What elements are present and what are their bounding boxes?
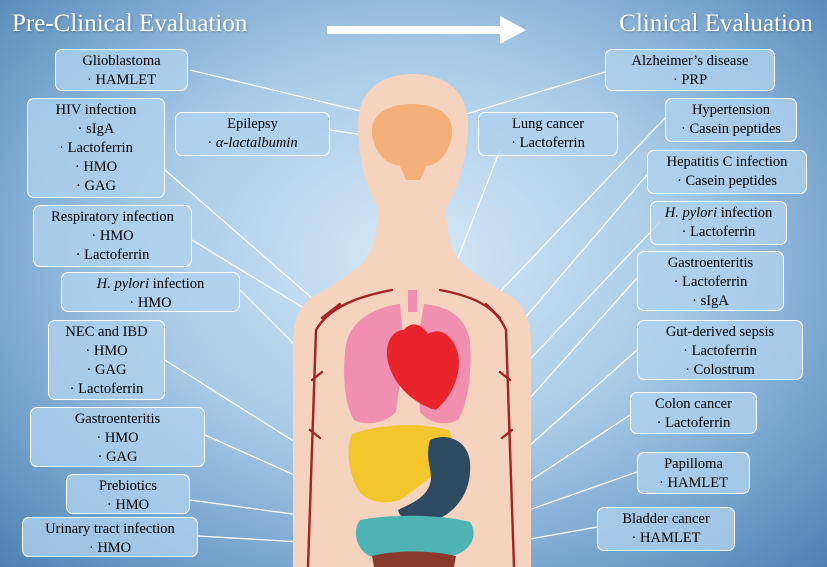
box-title-italic: H. pylori <box>664 205 718 221</box>
box-title: NEC and IBD <box>65 324 148 340</box>
box-nec-and-ibd: NEC and IBD HMO GAG Lactoferrin <box>48 320 165 400</box>
box-item: HMO <box>27 539 193 558</box>
box-papilloma: Papilloma HAMLET <box>637 452 750 494</box>
box-item: HMO <box>35 429 200 448</box>
box-title: Gastroenteritis <box>667 255 754 271</box>
blood-vessels <box>306 288 516 567</box>
box-epilepsy: Epilepsy α-lactalbumin <box>175 112 330 156</box>
box-title: Papilloma <box>664 456 723 472</box>
box-title: Hypertension <box>691 102 771 118</box>
box-title-rest: infection <box>149 276 205 292</box>
box-item: Lactoferrin <box>53 380 160 399</box>
box-h-pylori-infection-clinical: H. pylori infection Lactoferrin <box>650 201 787 245</box>
box-title: HIV infection <box>55 102 137 118</box>
box-item: Colostrum <box>642 361 798 380</box>
box-item: HMO <box>53 342 160 361</box>
box-bladder-cancer: Bladder cancer HAMLET <box>597 507 735 551</box>
box-item: α-lactalbumin <box>180 134 325 153</box>
box-item: HMO <box>66 294 235 313</box>
box-item: Lactoferrin <box>635 414 752 433</box>
box-gastroenteritis-clinical: Gastroenteritis Lactoferrin sIgA <box>637 251 784 311</box>
trachea-icon <box>408 290 417 312</box>
stomach-icon <box>398 436 471 523</box>
box-colon-cancer: Colon cancer Lactoferrin <box>630 392 757 434</box>
box-hiv-infection: HIV infection sIgA Lactoferrin HMO GAG <box>27 98 165 198</box>
box-urinary-tract-infection: Urinary tract infection HMO <box>22 517 198 557</box>
box-item: Lactoferrin <box>38 246 187 265</box>
box-item: sIgA <box>642 292 779 311</box>
box-item: Lactoferrin <box>655 223 782 242</box>
box-respiratory-infection: Respiratory infection HMO Lactoferrin <box>33 205 192 267</box>
box-title: Epilepsy <box>227 116 278 132</box>
box-item-text: α-lactalbumin <box>215 135 298 151</box>
box-title: Glioblastoma <box>82 53 161 69</box>
box-title-italic: H. pylori <box>96 276 150 292</box>
box-item: GAG <box>35 448 200 467</box>
box-item: Casein peptides <box>670 120 792 139</box>
box-item: HMO <box>38 227 187 246</box>
box-alzheimers-disease: Alzheimer’s disease PRP <box>605 49 775 91</box>
box-item: HAMLET <box>602 529 730 548</box>
box-title: Lung cancer <box>511 116 585 132</box>
box-item: HAMLET <box>642 474 745 493</box>
box-h-pylori-infection-preclinical: H. pylori infection HMO <box>61 272 240 312</box>
liver-icon <box>348 425 453 503</box>
box-item: Lactoferrin <box>642 273 779 292</box>
box-title: Colon cancer <box>655 396 732 412</box>
box-item: Lactoferrin <box>32 139 160 158</box>
box-item: HMO <box>71 496 185 515</box>
box-item: HMO <box>32 158 160 177</box>
heart-icon <box>386 324 459 410</box>
box-prebiotics: Prebiotics HMO <box>66 474 190 514</box>
box-title: Respiratory infection <box>51 209 174 225</box>
box-hepatitis-c-infection: Hepatitis C infection Casein peptides <box>647 150 807 194</box>
brain-icon <box>371 104 453 180</box>
box-title: H. pylori infection <box>66 275 235 294</box>
box-hypertension: Hypertension Casein peptides <box>665 98 797 142</box>
clinical-title: Clinical Evaluation <box>619 10 813 37</box>
box-item: Casein peptides <box>652 172 802 191</box>
box-item: sIgA <box>32 120 160 139</box>
box-title: Urinary tract infection <box>45 521 175 537</box>
intestine-icon <box>355 515 474 561</box>
box-item: PRP <box>610 71 770 90</box>
box-item: GAG <box>53 361 160 380</box>
box-item: Lactoferrin <box>483 134 613 153</box>
box-title: H. pylori infection <box>655 204 782 223</box>
box-glioblastoma: Glioblastoma HAMLET <box>55 49 188 91</box>
box-title: Gastroenteritis <box>74 411 161 427</box>
box-item: Lactoferrin <box>642 342 798 361</box>
small-intestine-icon <box>372 551 456 567</box>
arrow-right-icon <box>327 16 526 44</box>
left-lung-icon <box>344 304 404 424</box>
preclinical-title: Pre-Clinical Evaluation <box>12 10 248 37</box>
box-item: GAG <box>32 177 160 196</box>
box-title: Prebiotics <box>99 478 157 494</box>
box-title: Hepatitis C infection <box>666 154 788 170</box>
box-title: Gut-derived sepsis <box>665 324 775 340</box>
box-title: Alzheimer’s disease <box>631 53 749 69</box>
box-item: HAMLET <box>60 71 183 90</box>
box-lung-cancer: Lung cancer Lactoferrin <box>478 112 618 156</box>
box-gut-derived-sepsis: Gut-derived sepsis Lactoferrin Colostrum <box>637 320 803 380</box>
box-gastroenteritis-preclinical: Gastroenteritis HMO GAG <box>30 407 205 467</box>
box-title-rest: infection <box>717 205 773 221</box>
box-title: Bladder cancer <box>622 511 710 527</box>
